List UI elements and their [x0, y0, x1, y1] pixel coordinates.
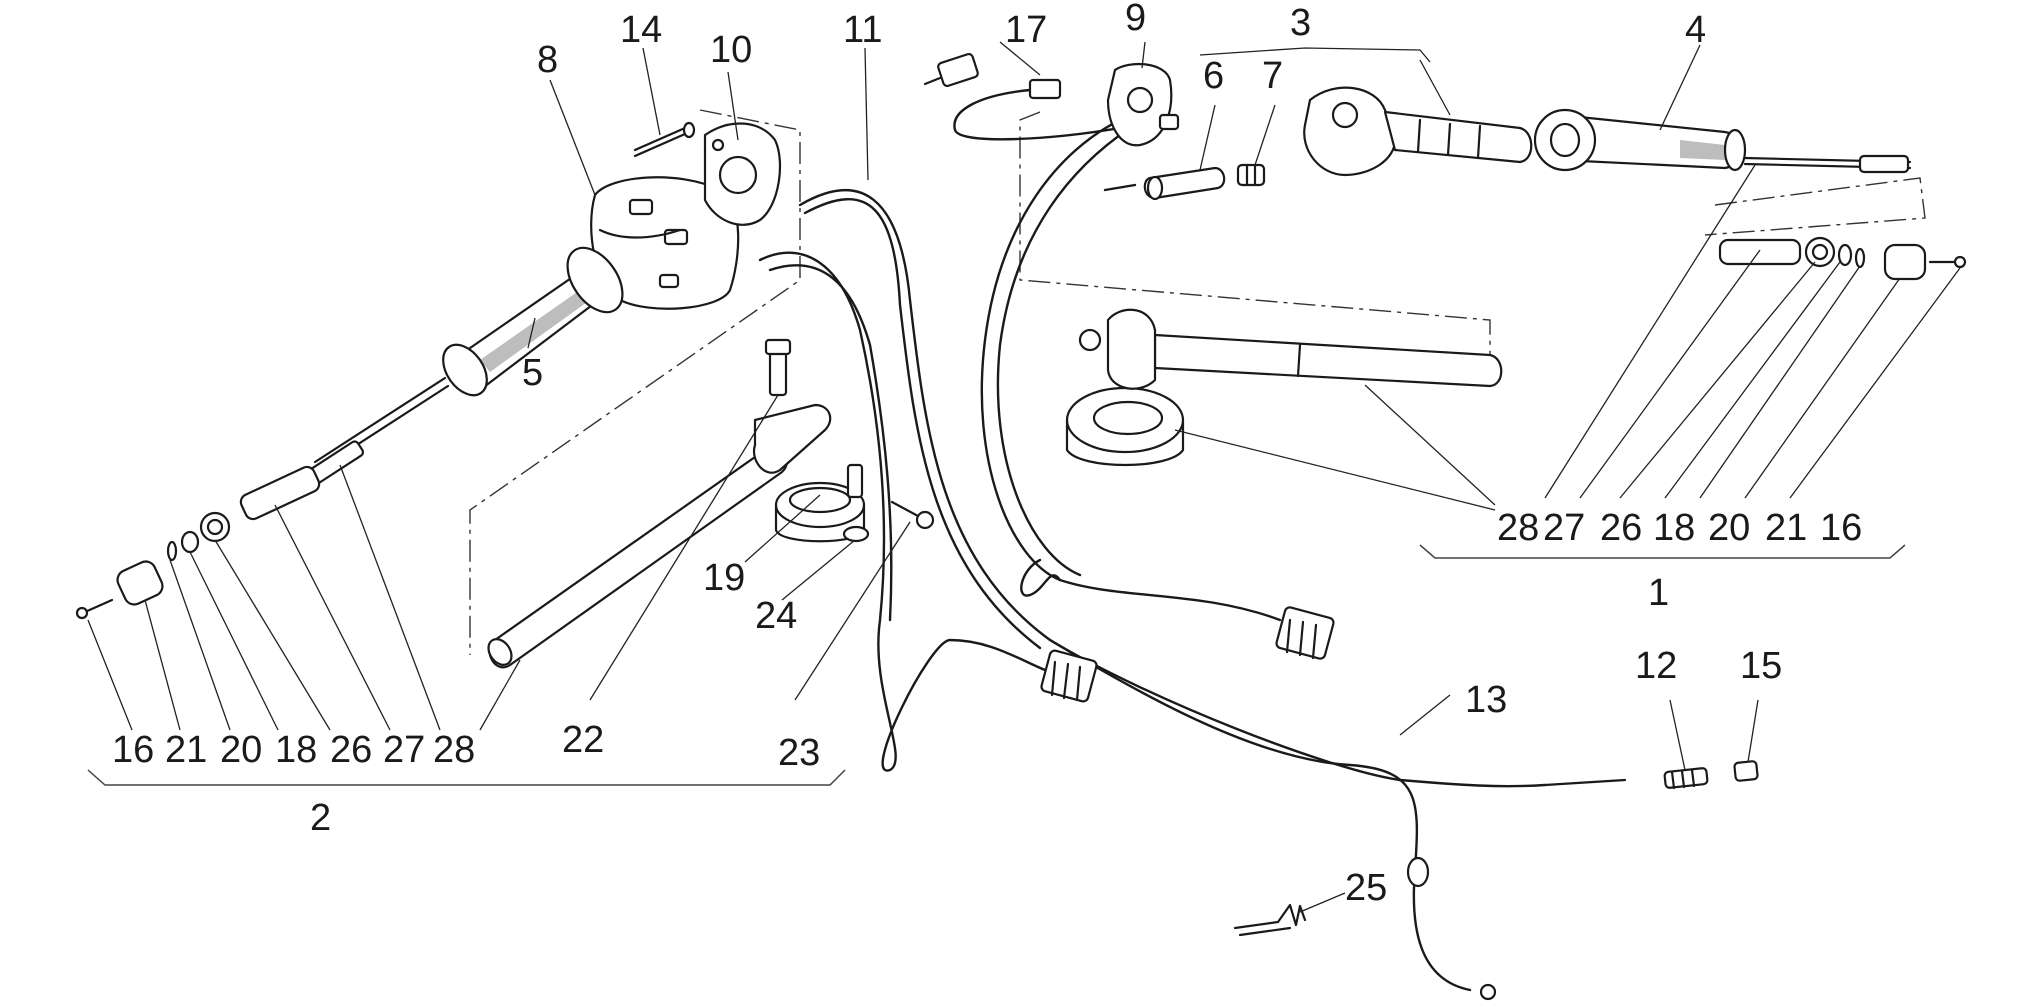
left-grip — [442, 246, 624, 397]
part-7 — [1236, 163, 1266, 187]
callout-11: 11 — [843, 9, 882, 51]
left-handlebar-assembly — [75, 121, 935, 669]
assembly-boundaries — [469, 109, 1926, 655]
callout-6: 6 — [1203, 55, 1224, 97]
cable-11b — [803, 198, 1042, 650]
callout-4: 4 — [1685, 9, 1706, 51]
leader-lines — [87, 41, 1961, 913]
cable-grommet — [1406, 856, 1430, 888]
throttle-cable-lower — [1048, 638, 1472, 992]
callout-labels: 8 14 10 11 17 9 3 4 6 7 5 28 27 26 18 20… — [112, 0, 1862, 909]
left-switch-cable — [758, 251, 1047, 772]
cable-adjuster-12 — [1543, 767, 1709, 790]
bolt-23 — [890, 500, 935, 530]
callout-14: 14 — [620, 9, 662, 51]
right-grip — [1533, 108, 1747, 172]
callout-19: 19 — [703, 557, 745, 599]
cable-11 — [798, 188, 1402, 782]
callout-right-16: 16 — [1820, 507, 1862, 549]
callout-17: 17 — [1005, 9, 1047, 51]
callout-1: 1 — [1648, 572, 1669, 614]
callout-5: 5 — [522, 352, 543, 394]
brace-right-group — [1419, 544, 1906, 559]
left-clip-on — [487, 338, 870, 669]
connector-left — [1040, 649, 1098, 703]
wiring-harness — [758, 88, 1547, 992]
callout-right-21: 21 — [1765, 507, 1807, 549]
part-6 — [1143, 166, 1226, 201]
callout-left-21: 21 — [165, 729, 207, 771]
callout-7: 7 — [1262, 55, 1283, 97]
screw-14 — [633, 121, 696, 158]
callout-15: 15 — [1740, 645, 1782, 687]
connectors — [1040, 606, 1335, 703]
callout-right-27: 27 — [1543, 507, 1585, 549]
callout-24: 24 — [755, 595, 797, 637]
callout-9: 9 — [1125, 0, 1146, 39]
throttle-cable-13 — [1398, 778, 1547, 788]
callout-22: 22 — [562, 719, 604, 761]
callout-23: 23 — [778, 732, 820, 774]
throttle-assembly — [1303, 86, 1533, 177]
callout-right-28: 28 — [1497, 507, 1539, 549]
left-assembly-boundary — [469, 109, 801, 655]
callout-8: 8 — [537, 39, 558, 81]
left-switch-housing — [590, 176, 740, 310]
right-handlebar-assembly — [923, 52, 1967, 1001]
callout-right-18: 18 — [1653, 507, 1695, 549]
callout-right-26: 26 — [1600, 507, 1642, 549]
cable-end-bulb — [1479, 983, 1497, 1001]
connector-right — [1275, 606, 1335, 660]
callout-3: 3 — [1290, 2, 1311, 44]
callout-left-27: 27 — [383, 729, 425, 771]
right-end-rod — [1743, 154, 1912, 174]
short-cable-to-6 — [1103, 183, 1137, 192]
left-end-parts — [75, 465, 321, 620]
group-braces — [87, 544, 1906, 786]
callout-13: 13 — [1465, 679, 1507, 721]
callout-25: 25 — [1345, 867, 1387, 909]
callout-right-20: 20 — [1708, 507, 1750, 549]
right-switch-cable — [980, 118, 1282, 622]
left-end-rod — [305, 376, 450, 486]
right-switch-cable-b — [996, 126, 1132, 577]
callout-2: 2 — [310, 797, 331, 839]
right-switch-housing — [1106, 63, 1180, 147]
key-17 — [923, 52, 1062, 100]
callout-left-18: 18 — [275, 729, 317, 771]
callout-left-28: 28 — [433, 729, 475, 771]
cable-tie-25 — [1233, 903, 1307, 937]
right-cable-loop — [1020, 558, 1062, 597]
switch-bracket-10 — [703, 122, 782, 226]
right-inner-boundary — [1019, 111, 1491, 370]
right-clip-on — [1065, 308, 1503, 467]
callout-12: 12 — [1635, 645, 1677, 687]
callout-10: 10 — [710, 29, 752, 71]
callout-left-16: 16 — [112, 729, 154, 771]
right-end-parts — [1718, 236, 1967, 281]
callout-left-26: 26 — [330, 729, 372, 771]
cable-end-15 — [1733, 760, 1759, 782]
callout-left-20: 20 — [220, 729, 262, 771]
brace-left-group — [87, 769, 846, 786]
left-switch-cable-b — [768, 264, 893, 622]
kill-switch-cable — [953, 88, 1122, 141]
right-outer-boundary — [1704, 177, 1926, 236]
